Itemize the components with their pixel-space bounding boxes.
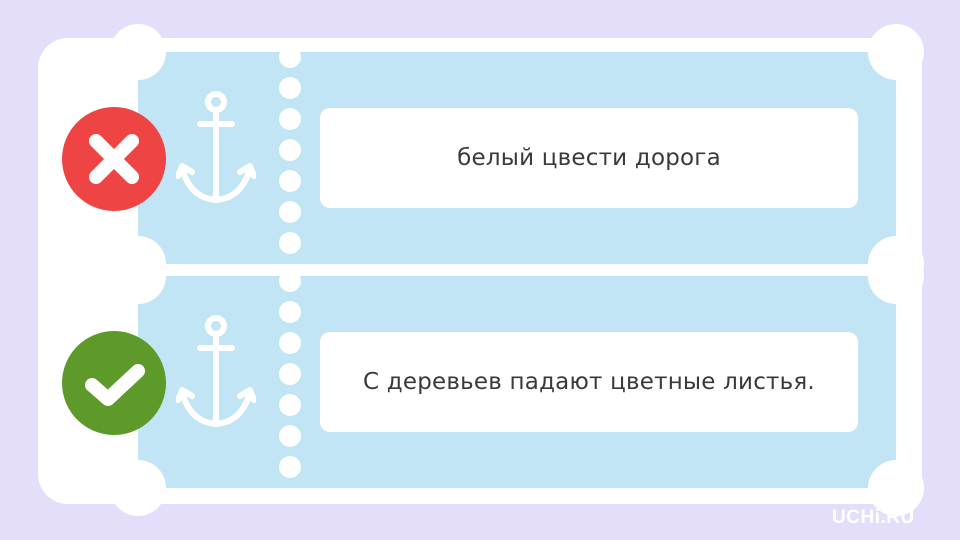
- uchi-logo: UCHi.RU: [832, 507, 915, 528]
- answer-text-1: белый цвести дорога: [320, 108, 858, 208]
- check-icon: [85, 364, 145, 406]
- answer-ticket-2[interactable]: С деревьев падают цветные листья.: [110, 248, 924, 516]
- anchor-icon: [176, 315, 256, 427]
- answer-ticket-1[interactable]: белый цвести дорога: [110, 24, 924, 292]
- answer-text-2: С деревьев падают цветные листья.: [320, 332, 858, 432]
- correct-answer-badge: [62, 331, 166, 435]
- ticket-perforation: [279, 46, 301, 270]
- anchor-icon: [176, 91, 256, 203]
- ticket-perforation: [279, 270, 301, 494]
- wrong-answer-badge: [62, 107, 166, 211]
- task-card: белый цвести дорога С деревьев падают цв…: [38, 24, 924, 516]
- close-icon: [89, 134, 139, 184]
